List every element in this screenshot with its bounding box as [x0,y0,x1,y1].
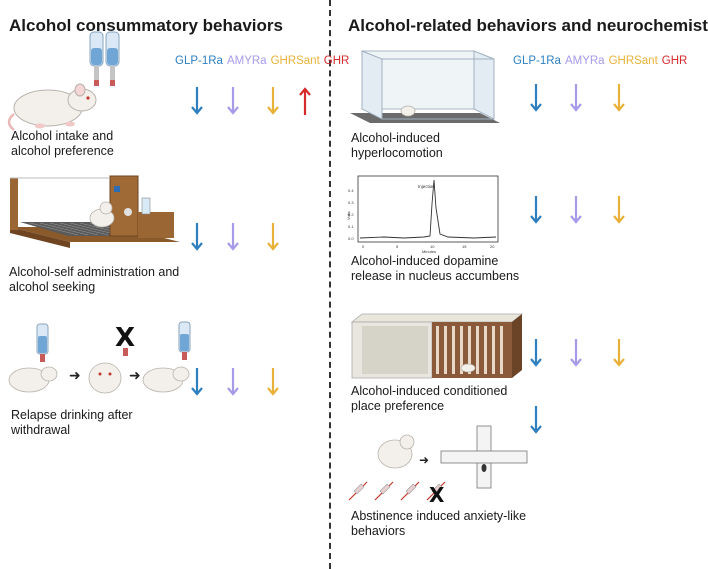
self-administration-box-illustration [10,175,180,248]
caption-hyperlocomotion: Alcohol-induced hyperlocomotion [351,131,443,161]
effect-arrow-ghrsant-down [613,339,625,367]
svg-text:➜: ➜ [69,368,81,384]
peak-label: Injection [418,184,435,189]
caption-line: Alcohol-induced [351,131,440,145]
effect-arrow-amyra-down [227,87,239,115]
effect-arrow-amyra-down [570,84,582,112]
effect-arrow-glp1ra-down [530,339,542,367]
caption-line: Abstinence induced anxiety-like [351,509,527,523]
effect-arrow-ghrsant-down [613,84,625,112]
svg-text:X: X [429,483,445,507]
caption-line: Alcohol-induced conditioned [351,384,508,398]
x-tick: 0 [362,244,365,249]
caption-line: Alcohol intake and [11,129,114,143]
dopamine-graph: Injection 0.4 0.3 0.2 0.1 0.0 0 5 10 15 … [346,175,499,254]
svg-text:➜: ➜ [419,453,429,467]
x-axis-label: Minutes [422,249,436,254]
caption-line: Relapse drinking after [11,408,133,422]
caption-conditioned-place-preference: Alcohol-induced conditioned place prefer… [351,384,507,414]
y-tick: 0.1 [348,224,354,229]
y-axis-label: Volts [346,211,351,220]
x-tick: 5 [396,244,399,249]
caption-line: hyperlocomotion [351,146,443,160]
effect-arrow-glp1ra-down [530,196,542,224]
effect-arrow-glp1ra-down [530,406,542,434]
left-panel-title: Alcohol consummatory behaviors [9,16,283,35]
legend-amyra: AMYRa [226,55,267,67]
right-panel-title: Alcohol-related behaviors and neurochemi… [348,16,708,35]
y-tick: 0.2 [348,212,354,217]
effect-arrow-ghrsant-down [267,368,279,396]
caption-relapse: Relapse drinking after withdrawal [11,408,133,438]
anxiety-maze-illustration: ➜ X [348,425,528,507]
caption-line: release in nucleus accumbens [351,269,520,283]
legend-glp1ra: GLP-1Ra [513,55,561,67]
relapse-sequence-illustration: ➜ X ➜ [8,321,191,394]
effect-arrow-amyra-down [227,368,239,396]
caption-line: alcohol preference [11,144,114,158]
y-tick: 0.4 [348,188,354,193]
caption-line: behaviors [351,524,406,538]
effect-arrow-glp1ra-down [191,368,203,396]
legend-glp1ra: GLP-1Ra [175,55,223,67]
caption-abstinence-anxiety: Abstinence induced anxiety-like behavior… [351,509,526,539]
legend-ghrsant: GHRSant [270,55,320,67]
legend-ghr: GHR [661,55,688,67]
panel-divider [329,0,331,569]
legend-ghr: GHR [323,55,350,67]
effect-arrow-amyra-down [227,223,239,251]
legend-amyra: AMYRa [564,55,605,67]
svg-text:X: X [115,323,135,353]
caption-self-administration: Alcohol-self administration and alcohol … [9,265,179,295]
place-preference-box-illustration [350,313,524,379]
x-tick: 10 [430,244,435,249]
open-field-box-illustration [350,50,500,123]
caption-dopamine: Alcohol-induced dopamine release in nucl… [351,254,519,284]
caption-alcohol-intake: Alcohol intake and alcohol preference [11,129,114,159]
effect-arrow-ghrsant-down [613,196,625,224]
y-tick: 0.0 [348,236,354,241]
effect-arrow-ghrsant-down [267,223,279,251]
caption-line: Alcohol-self administration and [9,265,180,279]
x-tick: 20 [490,244,495,249]
effect-arrow-glp1ra-down [191,223,203,251]
svg-text:➜: ➜ [129,368,141,384]
caption-line: place preference [351,399,445,413]
effect-arrow-glp1ra-down [191,87,203,115]
caption-line: alcohol seeking [9,280,96,294]
rat-two-bottles-illustration [7,31,120,131]
effect-arrow-ghrsant-down [267,87,279,115]
legend-ghrsant: GHRSant [608,55,658,67]
y-tick: 0.3 [348,200,354,205]
effect-arrow-amyra-down [570,196,582,224]
x-tick: 15 [462,244,467,249]
caption-line: Alcohol-induced dopamine [351,254,499,268]
effect-arrow-glp1ra-down [530,84,542,112]
caption-line: withdrawal [11,423,71,437]
effect-arrow-ghr-up [299,87,311,115]
effect-arrow-amyra-down [570,339,582,367]
